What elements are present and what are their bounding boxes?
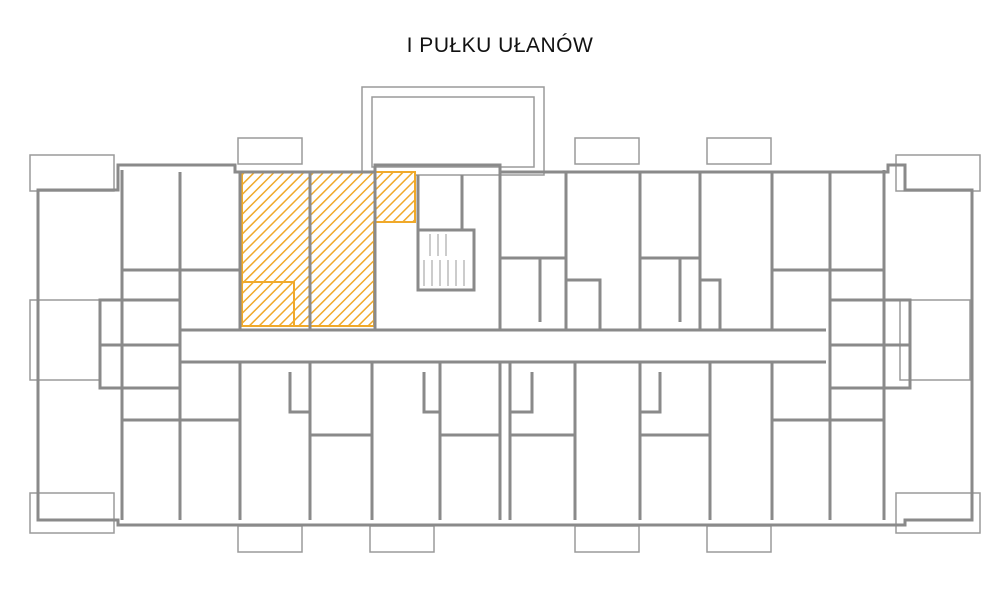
balconies [29, 86, 981, 553]
street-name-label: I PUŁKU UŁANÓW [406, 34, 594, 57]
bay-s-2 [369, 525, 435, 553]
bay-n-2 [574, 137, 640, 165]
balcony-ne [895, 154, 981, 192]
bay-s-4 [706, 525, 772, 553]
balcony-se [895, 492, 981, 534]
balcony-north [361, 86, 545, 176]
corridor [180, 328, 826, 364]
balcony-e [899, 299, 971, 381]
outer-wall [36, 163, 974, 527]
balcony-nw [29, 154, 115, 192]
walls [36, 163, 974, 527]
highlighted-apartment[interactable] [241, 171, 416, 327]
balcony-w [29, 299, 101, 381]
stair-treads [423, 234, 465, 286]
balcony-sw [29, 492, 115, 534]
bay-s-1 [237, 525, 303, 553]
bay-n-1 [237, 137, 303, 165]
bay-s-3 [574, 525, 640, 553]
bay-n-3 [706, 137, 772, 165]
balcony-north-inner [371, 96, 535, 168]
